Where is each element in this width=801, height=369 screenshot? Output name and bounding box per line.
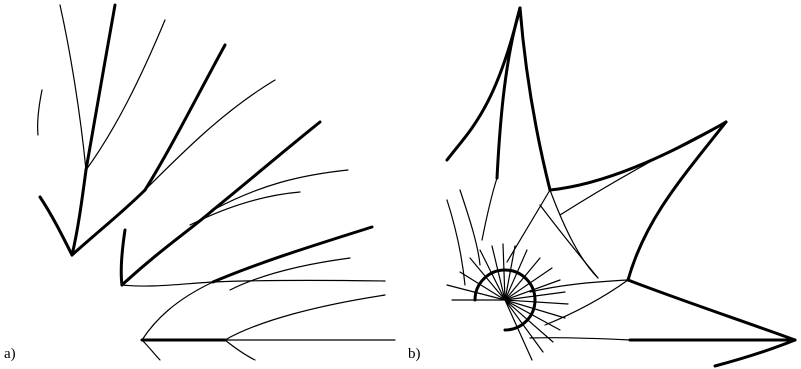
branch-a-4-sub [189,191,301,226]
branch-b-8 [544,279,629,326]
branch-a-6-down2 [224,339,256,361]
branch-b-7 [539,204,599,279]
branch-b-3 [506,189,551,263]
branch-a-1-sub2 [85,19,166,171]
branch-b-6 [529,279,629,293]
branch-a-left-upper [37,89,43,136]
branch-b-11 [446,199,466,286]
outline-b-mid [548,120,728,192]
panel-label-b: b) [408,346,421,362]
branch-a-left-lower [38,195,74,257]
outline-b-bottom-down [713,338,797,368]
outline-b-low [626,278,797,342]
branch-a-4-up [211,120,322,212]
panel-b-tree-diagram [445,6,797,368]
branch-a-1-main [84,3,117,172]
outline-b-spike-2 [626,120,728,282]
branch-b-5 [559,121,727,216]
branch-a-4-thin [212,169,349,211]
branch-a-5-right [212,279,386,283]
panel-a-tree-diagram [37,3,396,361]
semicircle-b [473,268,537,332]
panel-label-a: a) [4,346,16,362]
branch-a-1-trunk [70,168,88,257]
branch-a-2-thin [144,79,276,191]
branch-b-4 [549,189,599,279]
branch-b-9 [529,337,631,341]
branch-a-6-trunk [141,281,214,341]
branch-a-1-sub [59,4,87,171]
branch-b-10 [459,189,481,266]
outline-b-spike-1-down [518,6,552,192]
branch-b-1 [495,6,522,180]
branch-a-6-down [141,339,161,361]
branch-a-3-main [120,208,215,287]
branch-a-3-trunk [119,228,127,287]
branch-a-6-up [224,294,386,341]
outline-b-spike-1 [445,6,522,162]
branch-b-2 [481,177,498,241]
branch-a-1-right [70,188,147,257]
branch-a-2-up [143,43,227,192]
branch-a-5-sub [229,257,351,291]
branch-a-3-bottom [121,281,214,287]
branch-a-5-up [211,225,374,284]
